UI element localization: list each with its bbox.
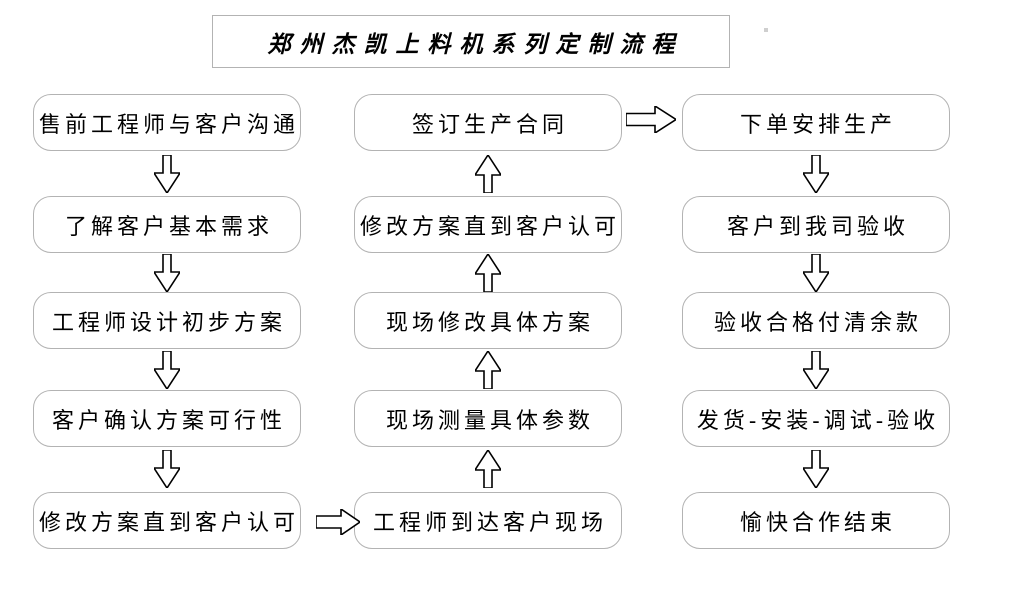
flow-step-understand-needs: 了解客户基本需求 — [33, 196, 301, 253]
arrow-down-icon — [154, 254, 180, 292]
flow-step-revise-until-approved-1: 修改方案直到客户认可 — [33, 492, 301, 549]
flow-step-customer-acceptance: 客户到我司验收 — [682, 196, 950, 253]
arrow-up-icon — [475, 351, 501, 389]
arrow-down-icon — [154, 155, 180, 193]
arrow-down-icon — [803, 351, 829, 389]
arrow-up-icon — [475, 450, 501, 488]
arrow-down-icon — [154, 450, 180, 488]
flow-step-initial-design: 工程师设计初步方案 — [33, 292, 301, 349]
flow-step-onsite-measure: 现场测量具体参数 — [354, 390, 622, 447]
arrow-right-icon — [316, 509, 360, 535]
flow-step-pay-balance: 验收合格付清余款 — [682, 292, 950, 349]
flow-step-confirm-feasibility: 客户确认方案可行性 — [33, 390, 301, 447]
arrow-up-icon — [475, 155, 501, 193]
flow-step-onsite-revise-plan: 现场修改具体方案 — [354, 292, 622, 349]
flow-step-sign-contract: 签订生产合同 — [354, 94, 622, 151]
arrow-up-icon — [475, 254, 501, 292]
arrow-down-icon — [803, 450, 829, 488]
flow-step-engineer-arrives: 工程师到达客户现场 — [354, 492, 622, 549]
flow-step-presale-communication: 售前工程师与客户沟通 — [33, 94, 301, 151]
flow-step-order-production: 下单安排生产 — [682, 94, 950, 151]
arrow-right-icon — [626, 106, 676, 133]
arrow-down-icon — [803, 155, 829, 193]
arrow-down-icon — [154, 351, 180, 389]
arrow-down-icon — [803, 254, 829, 292]
stray-dot — [764, 28, 768, 32]
diagram-title: 郑州杰凯上料机系列定制流程 — [212, 15, 730, 68]
flow-step-happy-ending: 愉快合作结束 — [682, 492, 950, 549]
flow-step-revise-until-approved-2: 修改方案直到客户认可 — [354, 196, 622, 253]
flow-step-ship-install-debug: 发货-安装-调试-验收 — [682, 390, 950, 447]
